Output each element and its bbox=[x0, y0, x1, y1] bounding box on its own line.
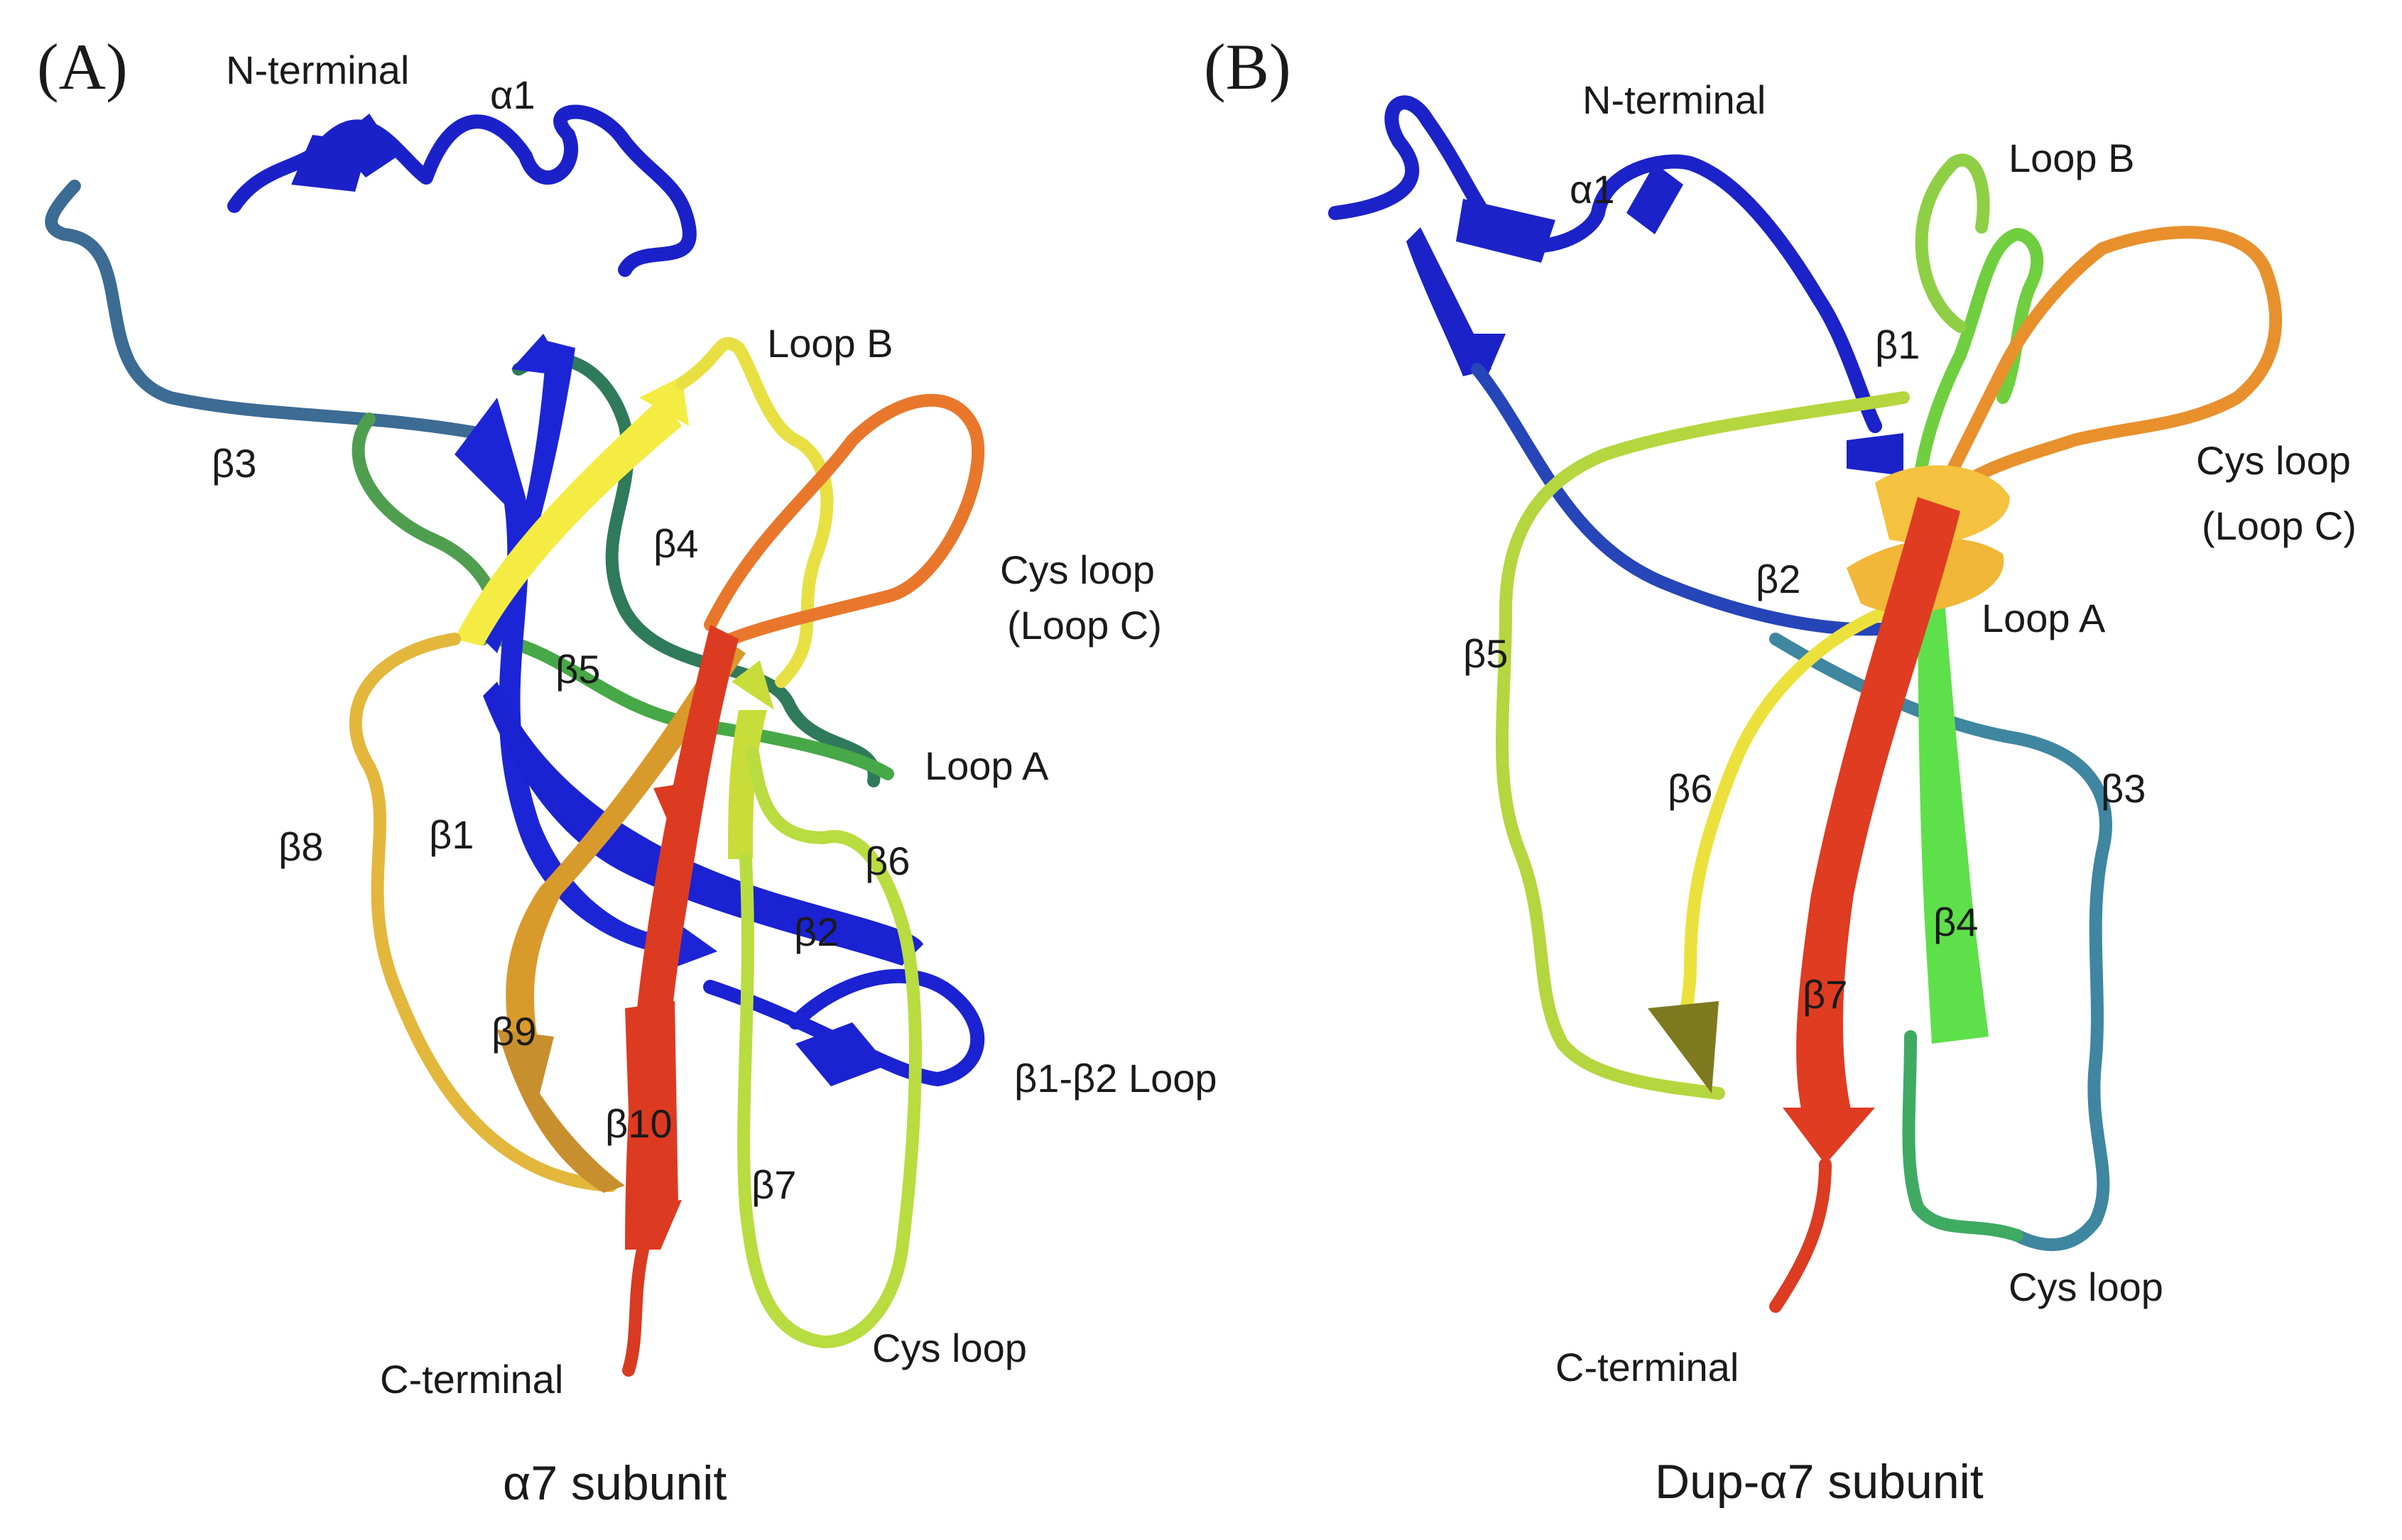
panel-a-label-loop-c: (Loop C) bbox=[1007, 603, 1162, 648]
panel-b-label-cys-loop: Cys loop bbox=[2009, 1265, 2163, 1309]
panel-a-label-beta9: β9 bbox=[491, 1009, 536, 1054]
panel-a-label-beta5: β5 bbox=[555, 647, 600, 692]
panel-b-caption: Dup-α7 subunit bbox=[1655, 1455, 1984, 1509]
panel-b-label-loop-a: Loop A bbox=[1982, 596, 2106, 640]
panel-b-ribbon bbox=[1328, 95, 2283, 1313]
panel-b-label-c-terminal: C-terminal bbox=[1555, 1345, 1739, 1389]
panel-a-label-beta4: β4 bbox=[653, 521, 698, 566]
panel-a-label-beta8: β8 bbox=[278, 824, 323, 869]
panel-a-label-beta2: β2 bbox=[794, 910, 839, 954]
panel-a-label-beta7: β7 bbox=[751, 1162, 796, 1207]
panel-a-label-c-terminal: C-terminal bbox=[380, 1357, 563, 1402]
panel-b-label-beta1: β1 bbox=[1875, 322, 1920, 367]
panel-a-letter: (A) bbox=[37, 31, 128, 103]
panel-b-label-beta7: β7 bbox=[1803, 972, 1847, 1017]
panel-b-label-n-terminal: N-terminal bbox=[1582, 77, 1766, 122]
panel-b-label-cys-loop-c: Cys loop bbox=[2196, 438, 2351, 483]
panel-a-label-loop-a: Loop A bbox=[925, 743, 1049, 788]
panel-b-label-beta4: β4 bbox=[1933, 900, 1978, 944]
panel-a-ribbon bbox=[45, 104, 985, 1377]
panel-a-label-cys-loop-c: Cys loop bbox=[1000, 547, 1155, 592]
panel-a-label-beta1: β1 bbox=[429, 812, 474, 857]
panel-a-caption: α7 subunit bbox=[503, 1456, 727, 1510]
panel-a-label-loop-b: Loop B bbox=[767, 321, 893, 366]
panel-b-label-beta2: β2 bbox=[1756, 557, 1800, 601]
panel-b-label-loop-c: (Loop C) bbox=[2202, 503, 2357, 548]
panel-a-label-beta6: β6 bbox=[865, 839, 910, 883]
panel-a-label-beta1-beta2-loop: β1-β2 Loop bbox=[1014, 1056, 1217, 1101]
panel-b-label-beta6: β6 bbox=[1668, 766, 1712, 811]
panel-a-label-beta3: β3 bbox=[212, 441, 256, 486]
panel-b-label-loop-b: Loop B bbox=[2009, 136, 2135, 180]
panel-a-label-n-terminal: N-terminal bbox=[226, 48, 409, 92]
panel-b-label-beta5: β5 bbox=[1463, 631, 1508, 676]
panel-a-label-cys-loop: Cys loop bbox=[872, 1326, 1027, 1370]
panel-b-label-beta3: β3 bbox=[2101, 766, 2146, 811]
panel-a-label-beta10: β10 bbox=[605, 1101, 673, 1146]
panel-b-label-alpha1: α1 bbox=[1570, 167, 1615, 212]
panel-a-label-alpha1: α1 bbox=[490, 72, 536, 117]
panel-b-letter: (B) bbox=[1204, 31, 1291, 103]
